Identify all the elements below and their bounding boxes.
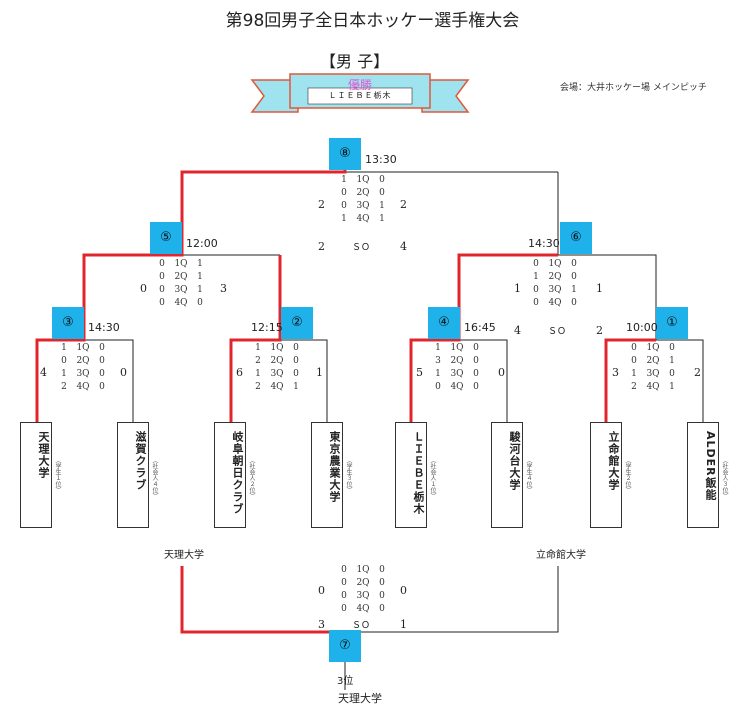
team-name: 東京農業大学 [328, 431, 341, 503]
champion-ribbon [250, 73, 470, 113]
venue-label: 会場：大井ホッケー場 メインピッチ [560, 83, 707, 93]
match-time-5: 12:00 [186, 237, 218, 250]
so-right-m7: 1 [400, 618, 407, 631]
page-title: 第98回男子全日本ホッケー選手権大会 [225, 11, 520, 31]
team-card: 立命館大学 （学生２位） [590, 422, 631, 528]
total-right-m4: 0 [498, 366, 505, 379]
match-time-8: 13:30 [365, 153, 397, 166]
match-time-4: 16:45 [464, 321, 496, 334]
third-place-winner: 天理大学 [338, 692, 382, 705]
team-card: 天理大学 （学生１位） [20, 422, 61, 528]
so-right-m6: 2 [596, 324, 603, 337]
total-left-m3: 4 [40, 366, 47, 379]
match-time-3: 14:30 [88, 321, 120, 334]
team-category: （社会人１位） [429, 457, 436, 499]
so-label-m6: ＳＯ [548, 327, 567, 337]
match-number-1: ① [656, 307, 688, 339]
team-category: （学生３位） [345, 457, 352, 493]
team-category: （学生２位） [624, 457, 631, 493]
total-right-m6: 1 [596, 282, 603, 295]
total-left-m4: 5 [416, 366, 423, 379]
third-place-rank: 3位 [337, 676, 354, 687]
match-number-7: ⑦ [329, 630, 361, 662]
total-right-m7: 0 [400, 584, 407, 597]
total-left-m5: 0 [140, 282, 147, 295]
so-left-m7: 3 [318, 618, 325, 631]
match-time-1: 10:00 [626, 321, 658, 334]
total-left-m2: 6 [236, 366, 243, 379]
team-name: 岐阜朝日クラブ [231, 431, 244, 515]
team-category: （社会人３位） [721, 457, 728, 499]
team-name: 立命館大学 [607, 431, 620, 491]
match-number-5: ⑤ [150, 222, 182, 254]
match-number-4: ④ [428, 307, 460, 339]
so-left-m8: 2 [318, 240, 325, 253]
total-left-m8: 2 [318, 198, 325, 211]
team-category: （社会人４位） [151, 457, 158, 499]
match-time-2: 12:15 [251, 321, 283, 334]
team-card: 滋賀クラブ （社会人４位） [117, 422, 158, 528]
team-card: ALDER飯能 （社会人３位） [687, 422, 728, 528]
champion-team: ＬＩＥＢＥ栃木 [328, 91, 392, 100]
total-right-m8: 2 [400, 198, 407, 211]
total-right-m2: 1 [316, 366, 323, 379]
team-card: 駿河台大学 （学生４位） [491, 422, 532, 528]
champion-label: 優勝 [347, 78, 372, 92]
so-label-m7: ＳＯ [352, 621, 371, 631]
total-left-m7: 0 [318, 584, 325, 597]
team-name: ＬＩＥＢＥ栃木 [412, 431, 425, 515]
so-label-m8: ＳＯ [352, 243, 371, 253]
match-number-3: ③ [52, 307, 84, 339]
total-right-m1: 2 [694, 366, 701, 379]
team-card: 岐阜朝日クラブ （社会人２位） [214, 422, 255, 528]
total-right-m3: 0 [120, 366, 127, 379]
team-name: 駿河台大学 [508, 431, 521, 491]
team-name: ALDER飯能 [704, 431, 717, 501]
so-right-m8: 4 [400, 240, 407, 253]
so-left-m6: 4 [514, 324, 521, 337]
team-category: （学生１位） [54, 457, 61, 493]
team-category: （学生４位） [525, 457, 532, 493]
third-place-left-team: 天理大学 [164, 550, 204, 561]
match-number-2: ② [281, 307, 313, 339]
match-number-6: ⑥ [560, 222, 592, 254]
team-card: 東京農業大学 （学生３位） [311, 422, 352, 528]
total-right-m5: 3 [220, 282, 227, 295]
team-category: （社会人２位） [248, 457, 255, 499]
category-heading: 【男 子】 [320, 52, 390, 71]
total-left-m6: 1 [514, 282, 521, 295]
team-name: 滋賀クラブ [134, 431, 147, 491]
match-number-8: ⑧ [329, 138, 361, 170]
team-name: 天理大学 [37, 431, 50, 479]
match-time-6: 14:30 [528, 237, 560, 250]
third-place-right-team: 立命館大学 [536, 550, 586, 561]
total-left-m1: 3 [612, 366, 619, 379]
team-card: ＬＩＥＢＥ栃木 （社会人１位） [395, 422, 436, 528]
